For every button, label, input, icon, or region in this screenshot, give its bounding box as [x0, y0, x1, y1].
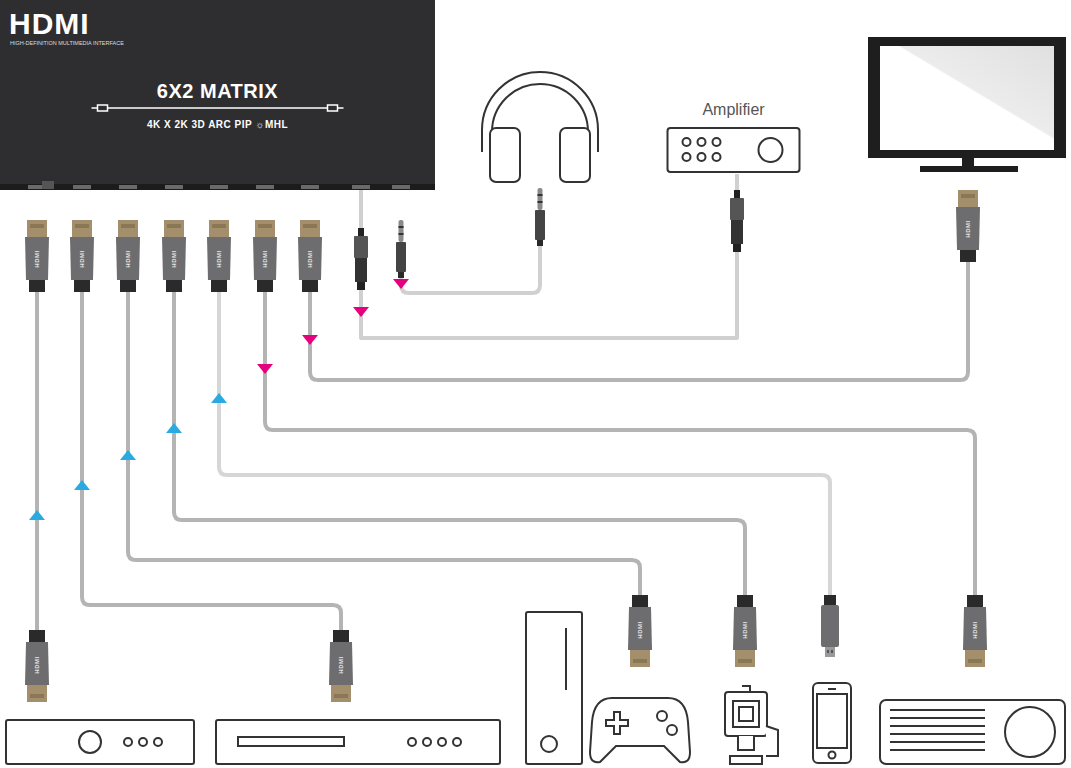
av-receiver-icon	[6, 720, 194, 764]
output-arrow	[393, 279, 409, 289]
smartphone-icon	[813, 683, 851, 763]
cable-emblem	[92, 105, 344, 111]
audio-cable	[401, 246, 540, 293]
hdmi-plug	[207, 220, 231, 292]
input-arrow	[120, 450, 136, 460]
tv-icon	[868, 37, 1066, 172]
device-plugs	[25, 188, 987, 702]
audio-jack	[535, 188, 545, 246]
cable-connector	[361, 174, 737, 338]
hdmi-plug	[628, 595, 652, 667]
housing-body	[0, 0, 435, 190]
port	[73, 185, 91, 189]
hdmi-plug	[956, 190, 980, 262]
plug-label: HDMI	[262, 250, 268, 267]
button	[42, 181, 54, 189]
dvd-player-icon	[216, 720, 500, 764]
port	[352, 185, 370, 189]
vent-line	[890, 709, 985, 711]
hdmi-plug	[25, 220, 49, 292]
hdmi-plug	[253, 220, 277, 292]
brand-logo: HDMI	[9, 6, 90, 42]
amplifier-icon	[668, 128, 800, 172]
vent-line	[890, 741, 985, 743]
hdmi-plug	[298, 220, 322, 292]
hdmi-plug	[116, 220, 140, 292]
hdmi-cable	[265, 292, 975, 595]
port	[256, 185, 274, 189]
vent-line	[890, 733, 985, 735]
hdmi-cable	[174, 292, 745, 595]
brand-subtitle: HIGH-DEFINITION MULTIMEDIA INTERFACE	[10, 40, 124, 47]
hdmi-cable	[310, 262, 968, 380]
projector-icon	[880, 700, 1065, 764]
hdmi-plug	[70, 220, 94, 292]
output-arrow	[302, 335, 318, 345]
plug-label: HDMI	[171, 250, 177, 267]
hdmi-cable	[82, 292, 341, 630]
hdmi-cable	[35, 292, 39, 630]
matrix-plugs	[25, 220, 406, 292]
vent-line	[890, 749, 985, 751]
port	[165, 185, 183, 189]
hdmi-plug	[162, 220, 186, 292]
plug-label: HDMI	[307, 250, 313, 267]
plug-label: HDMI	[338, 656, 344, 673]
plug-label: HDMI	[34, 656, 40, 673]
optical-plug	[730, 190, 744, 252]
hdmi-plug	[25, 630, 49, 702]
hdmi-plug	[963, 595, 987, 667]
plug-label: HDMI	[79, 250, 85, 267]
port	[119, 185, 137, 189]
optical-plug	[354, 228, 368, 290]
micro-usb-plug	[821, 595, 839, 657]
plug-label: HDMI	[216, 250, 222, 267]
audio-jack	[396, 220, 406, 278]
vent-line	[890, 725, 985, 727]
port	[392, 185, 410, 189]
gamepad-icon	[590, 698, 690, 762]
game-console-icon	[526, 612, 582, 764]
amplifier-box: Amplifier	[660, 100, 807, 174]
output-arrow	[257, 364, 273, 374]
port	[210, 185, 228, 189]
flow-arrows	[29, 279, 409, 520]
vent-line	[890, 717, 985, 719]
input-arrow	[166, 423, 182, 433]
usb-cable	[219, 292, 830, 595]
input-arrow	[211, 393, 227, 403]
plug-label: HDMI	[972, 621, 978, 638]
plug-label: HDMI	[637, 621, 643, 638]
housing-edge	[0, 184, 435, 190]
hdmi-cable	[128, 292, 640, 595]
plug-label: HDMI	[742, 621, 748, 638]
optical-cable	[353, 174, 737, 338]
plug-label: HDMI	[965, 220, 971, 237]
plug-label: HDMI	[125, 250, 131, 267]
matrix-switch-box: HDMIHIGH-DEFINITION MULTIMEDIA INTERFACE…	[0, 0, 435, 190]
device-title: 6X2 MATRIX	[0, 79, 435, 103]
port	[301, 185, 319, 189]
device-name: Amplifier	[660, 100, 807, 119]
plug-label: HDMI	[34, 250, 40, 267]
headphones-icon	[482, 72, 598, 182]
input-arrow	[29, 510, 45, 520]
hdmi-plug	[329, 630, 353, 702]
input-arrow	[74, 480, 90, 490]
action-camera-icon	[725, 686, 778, 764]
cables	[37, 246, 975, 630]
arrowhead	[353, 307, 369, 317]
hdmi-plug	[733, 595, 757, 667]
feature-list: 4K X 2K 3D ARC PIP ☼MHL	[0, 119, 435, 131]
